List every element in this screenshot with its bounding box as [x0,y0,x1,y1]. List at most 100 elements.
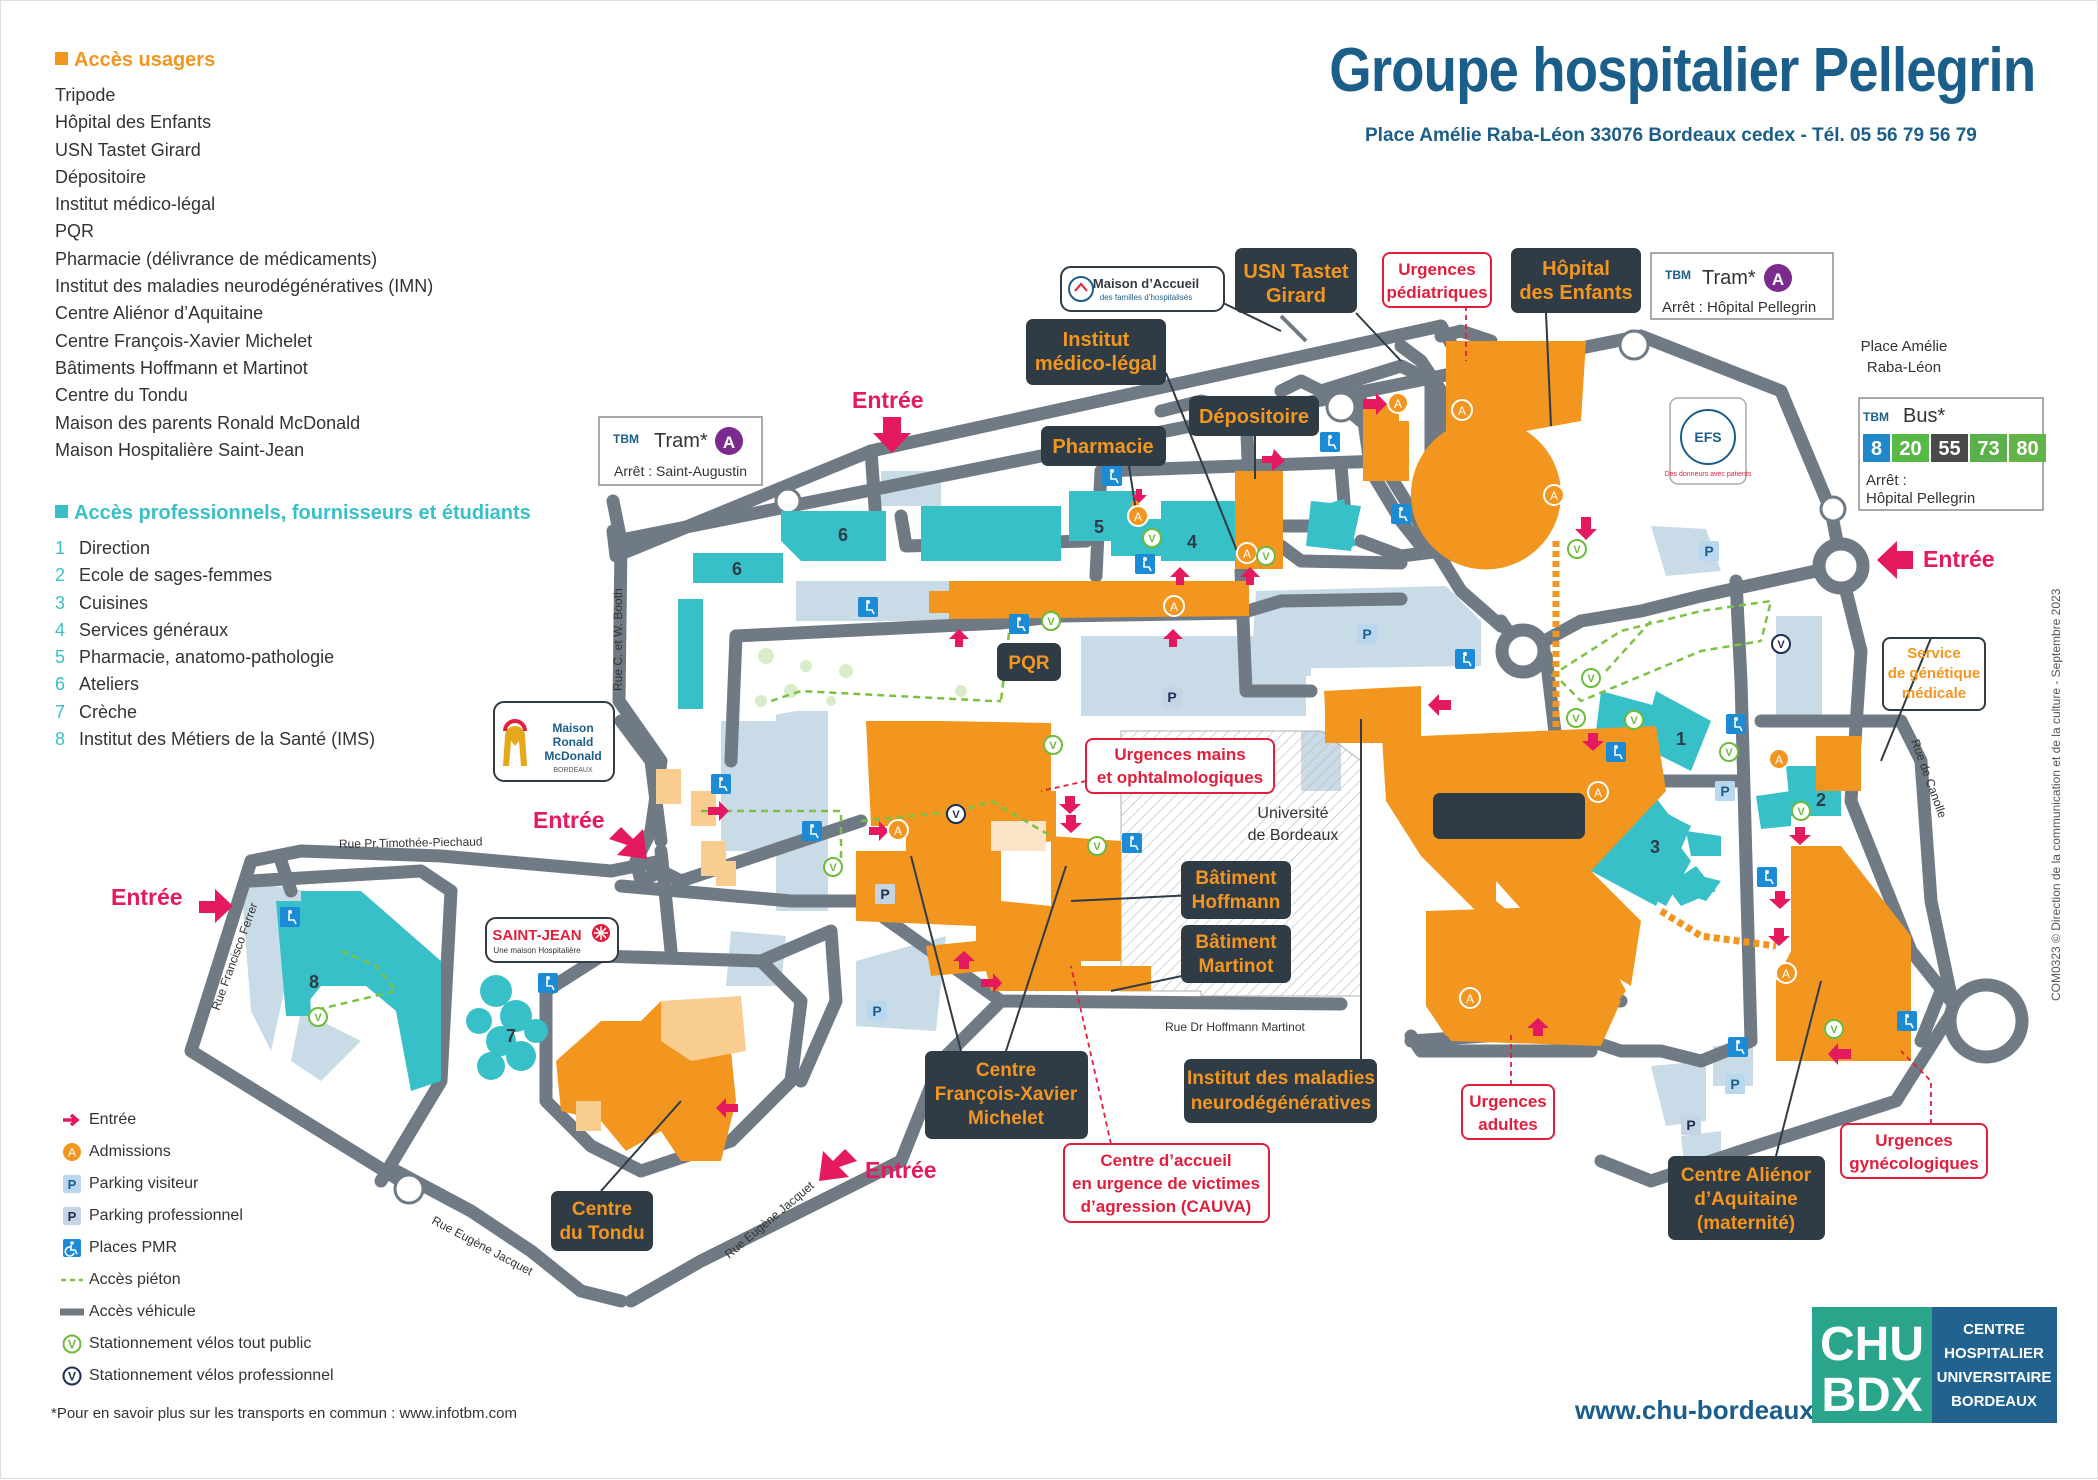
admissions-icon: A [887,819,909,841]
entry-arrow-icon [609,827,647,859]
visitor-parking-icon: P [55,1174,89,1194]
street-name: Rue Eugène Jacquet [722,1178,817,1261]
maison-accueil-badge: Maison d’Accueil des familles d’hospital… [1060,266,1225,312]
legend-user-item: Maison Hospitalière Saint-Jean [55,439,305,460]
legend-pro-number: 6 [55,674,66,695]
building-number: 1 [1676,729,1686,749]
urgences-gyneco-label: gynécologiques [1849,1154,1978,1173]
legend-pro-label: Ateliers [79,674,140,695]
admissions-icon: A [1387,392,1409,414]
public-bike-icon: V [1719,742,1739,762]
building-number: 7 [506,1026,516,1046]
accessible-parking-icon [1757,867,1777,887]
chu-logo-text: BORDEAUX [1951,1393,2037,1410]
accessible-parking-icon [1728,1037,1748,1057]
accessible-parking-icon [711,774,731,794]
pqr-label: PQR [1008,653,1049,674]
pedestrian-path-icon [55,1277,89,1283]
svg-text:V: V [1572,713,1580,725]
tondu-label: Centre [572,1199,632,1220]
urgences-adultes-label: adultes [1478,1115,1538,1134]
svg-text:A: A [1594,786,1602,800]
key-row: Places PMR [55,1235,177,1261]
accessible-parking-icon [858,597,878,617]
bus-line-badge: 73 [1970,434,2007,462]
legend-pro-number: 2 [55,565,66,586]
legend-pro-label: Institut des Métiers de la Santé (IMS) [79,729,376,750]
admissions-icon: A [1775,962,1797,984]
accessible-parking-icon [280,907,300,927]
admissions-icon: A [1236,542,1258,564]
svg-text:V: V [1047,616,1055,628]
green-space [741,636,1001,721]
tbm-logo: TBM [1665,268,1691,282]
vehicle-access-icon [55,1308,89,1316]
covered-walkways [1552,541,1777,950]
bus-line-number: 55 [1938,438,1960,460]
public-bike-icon: V [1087,836,1107,856]
legend-user-item: Centre François-Xavier Michelet [55,330,313,351]
svg-text:V: V [829,862,837,874]
institut-ml-label: Institut [1063,329,1130,351]
public-bike-icon: V [1824,1019,1844,1039]
svg-text:A: A [68,1146,76,1160]
svg-text:V: V [1262,551,1270,563]
building-entrances [708,393,1851,1118]
svg-text:P: P [872,1003,881,1019]
cauva-label: en urgence de victimes [1072,1174,1260,1193]
urgence-leaders [1040,306,1932,1145]
svg-text:V: V [1587,673,1595,685]
svg-text:A: A [1775,753,1783,767]
legend-user-item: USN Tastet Girard [55,139,201,160]
chu-logo-text: UNIVERSITAIRE [1937,1369,2052,1386]
visitor-parking-icon: P [1725,1074,1745,1094]
michelet-courtyard [991,821,1046,851]
legend-users-title: Accès usagers [55,49,215,72]
light-orange-buildings [576,769,746,1131]
tram-line [1279,314,1308,343]
urgences-mains-label: Urgences mains [1114,745,1245,764]
entry-label: Entrée [865,1157,937,1183]
legend-pro-label: Cuisines [79,592,149,613]
tram-label: Tram* [654,430,708,452]
bus-line-badge: 20 [1892,434,1929,462]
tram-label: Tram* [1702,267,1756,289]
accessible-parking-icon [1726,714,1746,734]
bus-label: Bus* [1903,405,1945,427]
svg-text:V: V [1797,806,1805,818]
website-link[interactable]: www.chu-bordeaux.fr [1575,1395,1840,1425]
pro-bike-icon: V [1771,634,1791,654]
key-row: Accès piéton [55,1267,181,1293]
small-pro-building [1319,499,1356,549]
usn-label: Girard [1266,285,1326,307]
legend-user-item: Hôpital des Enfants [55,112,212,133]
public-bike-icon: V [55,1334,89,1354]
tram-stop: Arrêt : Saint-Augustin [614,463,747,479]
accessible-parking-icon [802,821,822,841]
tram-box-augustin: TBM Tram* A Arrêt : Saint-Augustin [598,416,763,486]
ronald-label: McDonald [544,749,601,763]
urgences-gyneco-label: Urgences [1875,1131,1952,1150]
pro-parking-icon: P [1681,1115,1701,1135]
urgences-pediatriques-label: pédiatriques [1386,283,1487,302]
bus-line-number: 80 [2016,438,2038,460]
svg-text:V: V [68,1370,76,1384]
svg-text:A: A [1134,510,1142,524]
street-name: Rue Pr.Timothée-Piechaud [339,834,483,851]
admissions-markers: A A A A A A A A A A A [887,392,1797,1009]
legend-pro-item: 6 Ateliers [55,671,375,698]
public-bike-icon: V [1041,611,1061,631]
genetique-label: de génétique [1888,665,1981,682]
legend-user-item: Pharmacie (délivrance de médicaments) [55,248,378,269]
genetique-label: Service [1907,645,1960,662]
svg-text:P: P [1704,543,1713,559]
house-heart-icon [1068,276,1094,302]
